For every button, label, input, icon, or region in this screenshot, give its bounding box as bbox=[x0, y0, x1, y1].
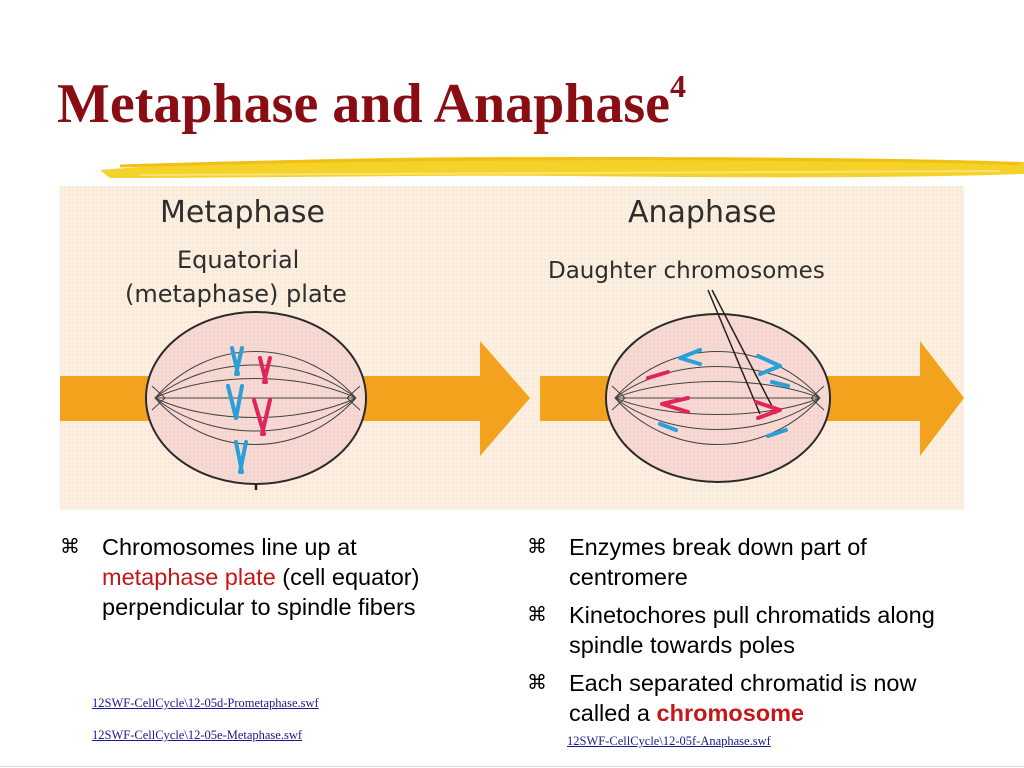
list-item: ⌘ Kinetochores pull chromatids along spi… bbox=[527, 602, 935, 658]
anaphase-bullets: ⌘ Enzymes break down part of centromere … bbox=[527, 532, 957, 736]
command-key-icon: ⌘ bbox=[60, 536, 80, 558]
prometaphase-swf-link[interactable]: 12SWF-CellCycle\12-05d-Prometaphase.swf bbox=[92, 696, 319, 710]
list-item: ⌘ Each separated chromatid is now called… bbox=[527, 670, 917, 726]
daughter-chromosomes-label: Daughter chromosomes bbox=[548, 258, 825, 284]
command-key-icon: ⌘ bbox=[527, 604, 547, 626]
chromosome-highlight: chromosome bbox=[656, 700, 805, 726]
anaphase-swf-link[interactable]: 12SWF-CellCycle\12-05f-Anaphase.swf bbox=[567, 734, 771, 748]
command-key-icon: ⌘ bbox=[527, 536, 547, 558]
list-item: ⌘ Chromosomes line up at metaphase plate… bbox=[60, 534, 420, 620]
metaphase-plate-highlight: metaphase plate bbox=[102, 564, 276, 590]
bottom-divider bbox=[0, 766, 1024, 767]
slide-title: Metaphase and Anaphase4 bbox=[57, 68, 687, 135]
equatorial-label: Equatorial bbox=[177, 246, 299, 274]
mitosis-figure: Metaphase Equatorial (metaphase) plate A… bbox=[60, 186, 964, 510]
metaphase-bullets: ⌘ Chromosomes line up at metaphase plate… bbox=[60, 532, 500, 630]
anaphase-cell bbox=[605, 289, 831, 483]
anaphase-heading: Anaphase bbox=[628, 195, 776, 230]
command-key-icon: ⌘ bbox=[527, 672, 547, 694]
metaphase-heading: Metaphase bbox=[160, 195, 325, 230]
title-underline-stroke bbox=[100, 156, 1024, 178]
metaphase-plate-label: (metaphase) plate bbox=[125, 280, 347, 308]
title-footnote-number: 4 bbox=[670, 68, 687, 104]
metaphase-cell bbox=[145, 311, 367, 485]
metaphase-swf-link[interactable]: 12SWF-CellCycle\12-05e-Metaphase.swf bbox=[92, 728, 303, 742]
list-item: ⌘ Enzymes break down part of centromere bbox=[527, 534, 867, 590]
